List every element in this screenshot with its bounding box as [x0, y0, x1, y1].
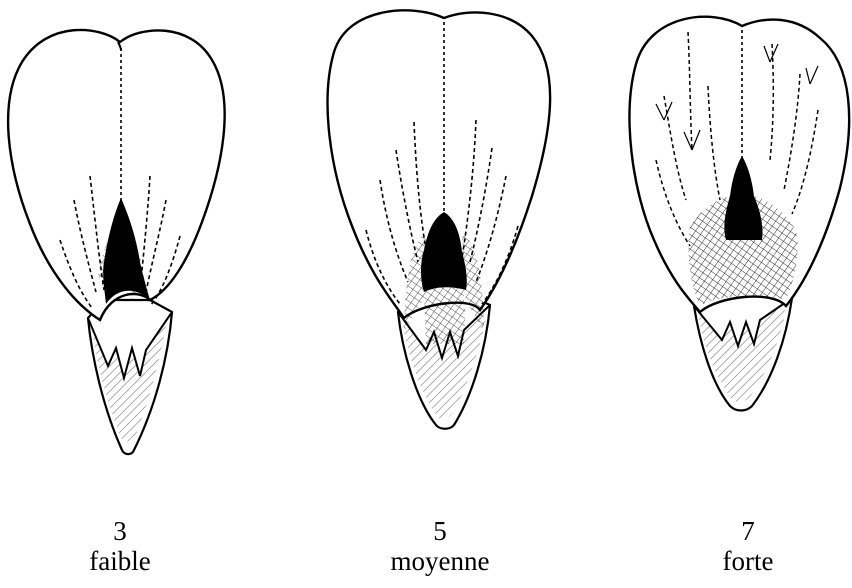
caption-medium: 5 moyenne — [360, 516, 520, 576]
pigment-speckle — [688, 196, 797, 306]
intensity-label: moyenne — [360, 546, 520, 576]
petal-strong — [630, 17, 850, 411]
intensity-score: 5 — [360, 516, 520, 546]
intensity-label: faible — [40, 546, 200, 576]
intensity-score: 3 — [40, 516, 200, 546]
intensity-score: 7 — [668, 516, 828, 546]
caption-strong: 7 forte — [668, 516, 828, 576]
caption-weak: 3 faible — [40, 516, 200, 576]
petal-medium — [328, 10, 551, 428]
petal-weak — [8, 30, 225, 454]
intensity-label: forte — [668, 546, 828, 576]
